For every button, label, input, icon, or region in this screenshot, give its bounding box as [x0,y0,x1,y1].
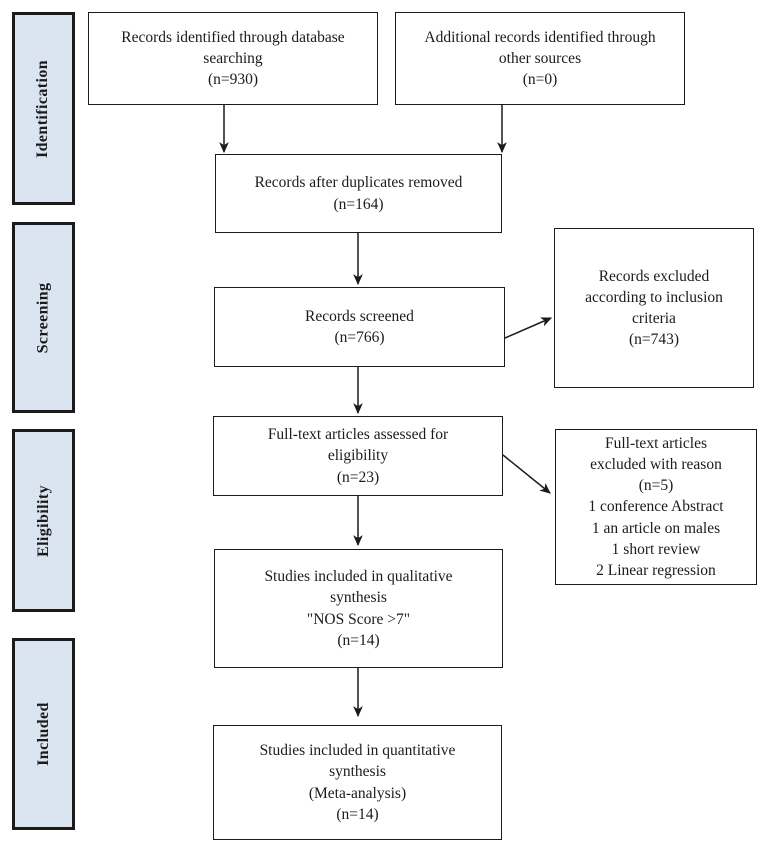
box-duplicates-removed-text: Records after duplicates removed (n=164) [254,174,463,213]
box-duplicates-removed: Records after duplicates removed (n=164) [215,154,502,233]
box-additional-records: Additional records identified through ot… [395,12,685,105]
box-records-excluded: Records excluded according to inclusion … [554,228,754,388]
stage-screening: Screening [12,222,75,413]
box-qualitative-synthesis: Studies included in qualitative synthesi… [214,549,503,668]
box-records-identified-text: Records identified through database sear… [121,28,345,89]
box-quantitative-synthesis-text: Studies included in quantitative synthes… [259,742,456,823]
box-records-screened: Records screened (n=766) [214,287,505,367]
box-records-screened-text: Records screened (n=766) [305,307,414,346]
box-fulltext-excluded-text: Full-text articles excluded with reason … [588,435,724,579]
stage-identification-label: Identification [34,59,52,158]
box-fulltext-assessed: Full-text articles assessed for eligibil… [213,416,503,496]
stage-included: Included [12,638,75,830]
box-records-excluded-text: Records excluded according to inclusion … [585,267,723,349]
stage-screening-label: Screening [34,282,52,353]
box-quantitative-synthesis: Studies included in quantitative synthes… [213,725,502,840]
stage-eligibility: Eligibility [12,429,75,612]
arrow-fulltext-to-excluded [502,454,551,494]
stage-identification: Identification [12,12,75,205]
box-fulltext-assessed-text: Full-text articles assessed for eligibil… [267,426,449,486]
box-additional-records-text: Additional records identified through ot… [424,28,656,89]
arrow-screened-to-excluded [504,317,553,339]
stage-included-label: Included [34,702,52,766]
box-fulltext-excluded: Full-text articles excluded with reason … [555,429,757,585]
stage-eligibility-label: Eligibility [34,484,52,557]
box-records-identified: Records identified through database sear… [88,12,378,105]
box-qualitative-synthesis-text: Studies included in qualitative synthesi… [264,568,453,649]
